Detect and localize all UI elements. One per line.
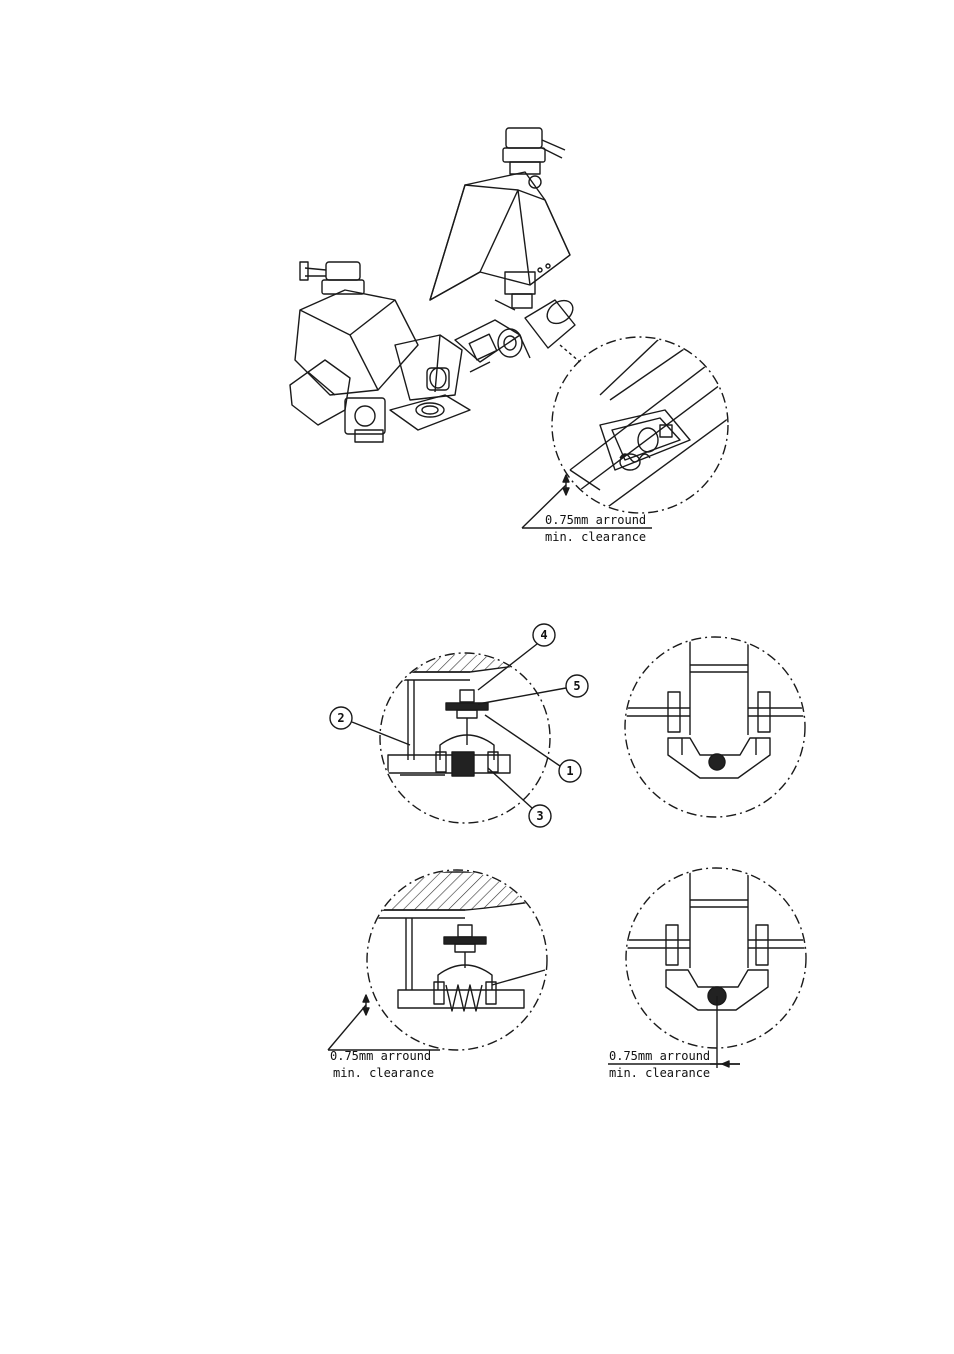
detail-view-top bbox=[521, 336, 729, 529]
detail-view-bottom-right bbox=[608, 867, 807, 1068]
detail-view-middle-right bbox=[624, 636, 806, 818]
part-number-1: 1 bbox=[566, 764, 573, 778]
bottom-right-callout-line1: 0.75mm arround bbox=[609, 1049, 710, 1063]
bottom-left-callout-line2: min. clearance bbox=[333, 1066, 434, 1080]
detail-view-middle-left bbox=[329, 623, 589, 828]
top-callout-line1: 0.75mm arround bbox=[545, 513, 646, 527]
labels: 0.75mm arround min. clearance 0.75mm arr… bbox=[330, 513, 710, 1080]
left-module bbox=[289, 261, 419, 443]
top-callout-line2: min. clearance bbox=[545, 530, 646, 544]
detail-view-bottom-left bbox=[327, 869, 548, 1051]
center-bracket bbox=[389, 334, 471, 431]
isometric-assembly bbox=[289, 127, 581, 443]
part-number-3: 3 bbox=[536, 809, 543, 823]
part-number-4: 4 bbox=[540, 628, 547, 642]
upper-module bbox=[429, 127, 571, 309]
linkage bbox=[454, 299, 576, 373]
bottom-left-callout-line1: 0.75mm arround bbox=[330, 1049, 431, 1063]
part-number-2: 2 bbox=[337, 711, 344, 725]
bottom-right-callout-line2: min. clearance bbox=[609, 1066, 710, 1080]
part-number-labels: 1 2 3 4 5 bbox=[337, 628, 580, 823]
part-number-5: 5 bbox=[573, 679, 580, 693]
